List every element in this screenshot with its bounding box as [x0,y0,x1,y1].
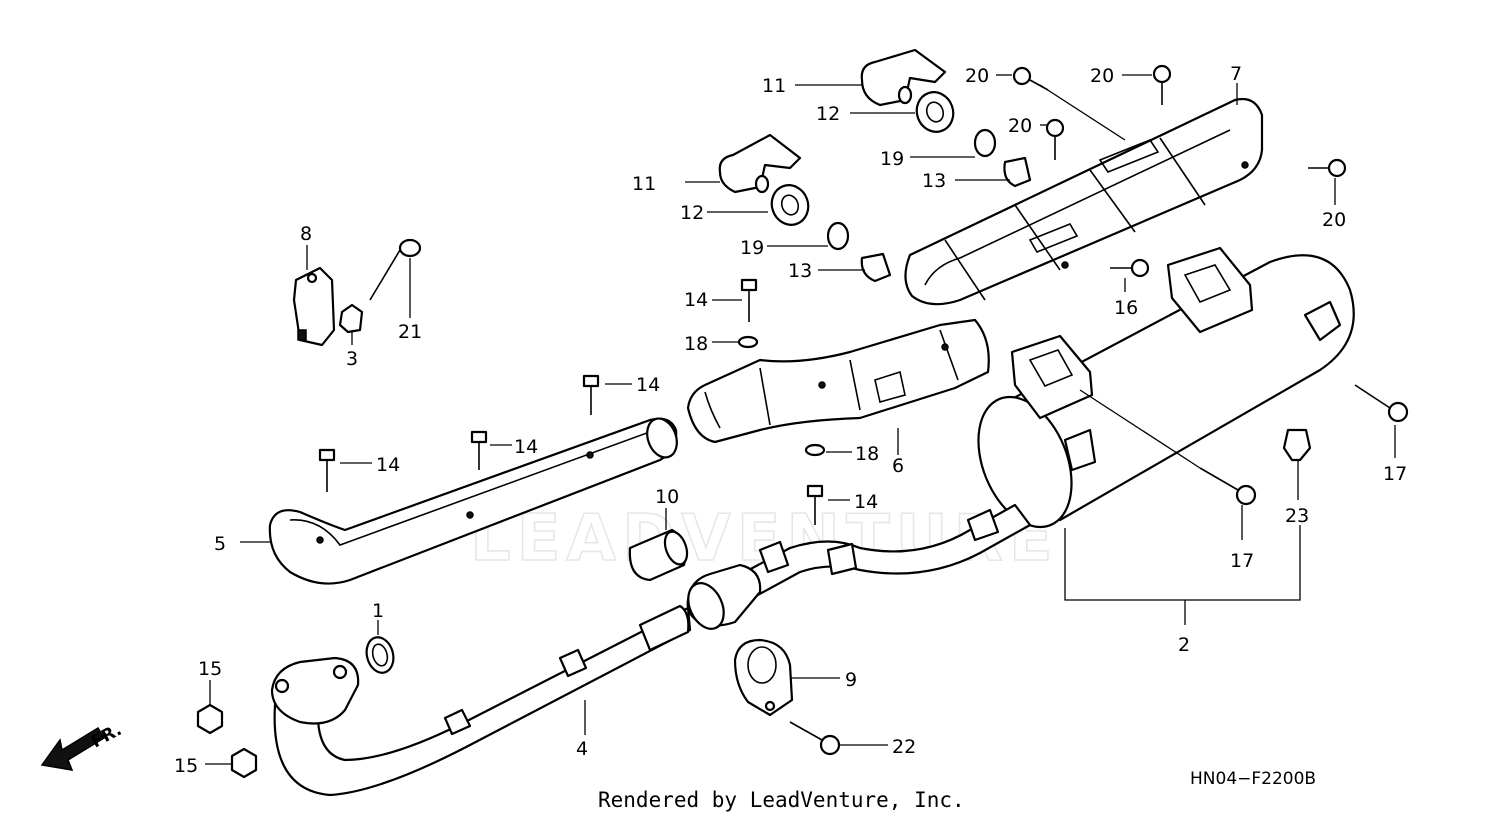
part-6-middle-heat-shield[interactable] [686,318,990,444]
callout-18a: 18 [684,333,708,355]
callout-22: 22 [892,736,916,758]
callout-11b: 11 [632,173,656,195]
callout-17b: 17 [1383,463,1407,485]
callout-20d: 20 [1322,209,1346,231]
part-2-muffler[interactable] [961,246,1355,541]
callout-18b: 18 [855,443,879,465]
part-9-clamp[interactable] [733,638,794,717]
callout-labels: 1 2 3 4 5 6 7 8 9 10 11 11 12 12 13 13 1… [174,63,1407,777]
callout-10: 10 [655,486,679,508]
callout-12a: 12 [816,103,840,125]
callout-6: 6 [892,455,904,477]
callout-14e: 14 [854,491,878,513]
bolt-14b [582,374,600,415]
callout-13a: 13 [922,170,946,192]
bolt-14e [806,484,824,525]
leader-lines [205,74,1396,765]
callout-12b: 12 [680,202,704,224]
callout-3: 3 [346,348,358,370]
bolt-14a [740,278,758,322]
callout-17a: 17 [1230,550,1254,572]
callout-7: 7 [1230,63,1242,85]
callout-1: 1 [372,600,384,622]
part-8-bracket[interactable] [292,266,336,347]
callout-2: 2 [1178,634,1190,656]
callout-20b: 20 [1090,65,1114,87]
mid-pipe[interactable] [681,503,1032,635]
callout-11a: 11 [762,75,786,97]
callout-14b: 14 [636,374,660,396]
callout-20c: 20 [1008,115,1032,137]
callout-19b: 19 [740,237,764,259]
callout-14c: 14 [514,436,538,458]
bolt-14c [470,430,488,470]
callout-14d: 14 [376,454,400,476]
part-7-heat-shield[interactable] [904,97,1264,306]
callout-16: 16 [1114,297,1138,319]
front-direction-indicator: FR. [40,720,125,771]
callout-8: 8 [300,223,312,245]
direction-arrow-icon [40,726,106,771]
callout-5: 5 [214,533,226,555]
part-11-upper-mount-set[interactable] [860,48,1032,188]
part-5-lower-heat-shield[interactable] [268,414,682,585]
callout-21: 21 [398,321,422,343]
footer-credit: Rendered by LeadVenture, Inc. [598,788,965,812]
direction-label: FR. [88,720,125,752]
callout-15a: 15 [198,658,222,680]
callout-14a: 14 [684,289,708,311]
bolt-14d [318,448,336,492]
part-1-gasket-ring[interactable] [363,634,397,676]
part-10-gasket[interactable] [628,528,691,582]
callout-9: 9 [845,669,857,691]
part-11-lower-mount-set[interactable] [718,133,892,283]
callout-13b: 13 [788,260,812,282]
callout-4: 4 [576,738,588,760]
fasteners [196,64,1409,779]
callout-15b: 15 [174,755,198,777]
callout-19a: 19 [880,148,904,170]
part-3-collar[interactable] [338,303,364,334]
part-4-exhaust-pipe[interactable] [270,604,692,797]
diagram-code: HN04−F2200B [1190,769,1316,789]
callout-20a: 20 [965,65,989,87]
callout-23: 23 [1285,505,1309,527]
